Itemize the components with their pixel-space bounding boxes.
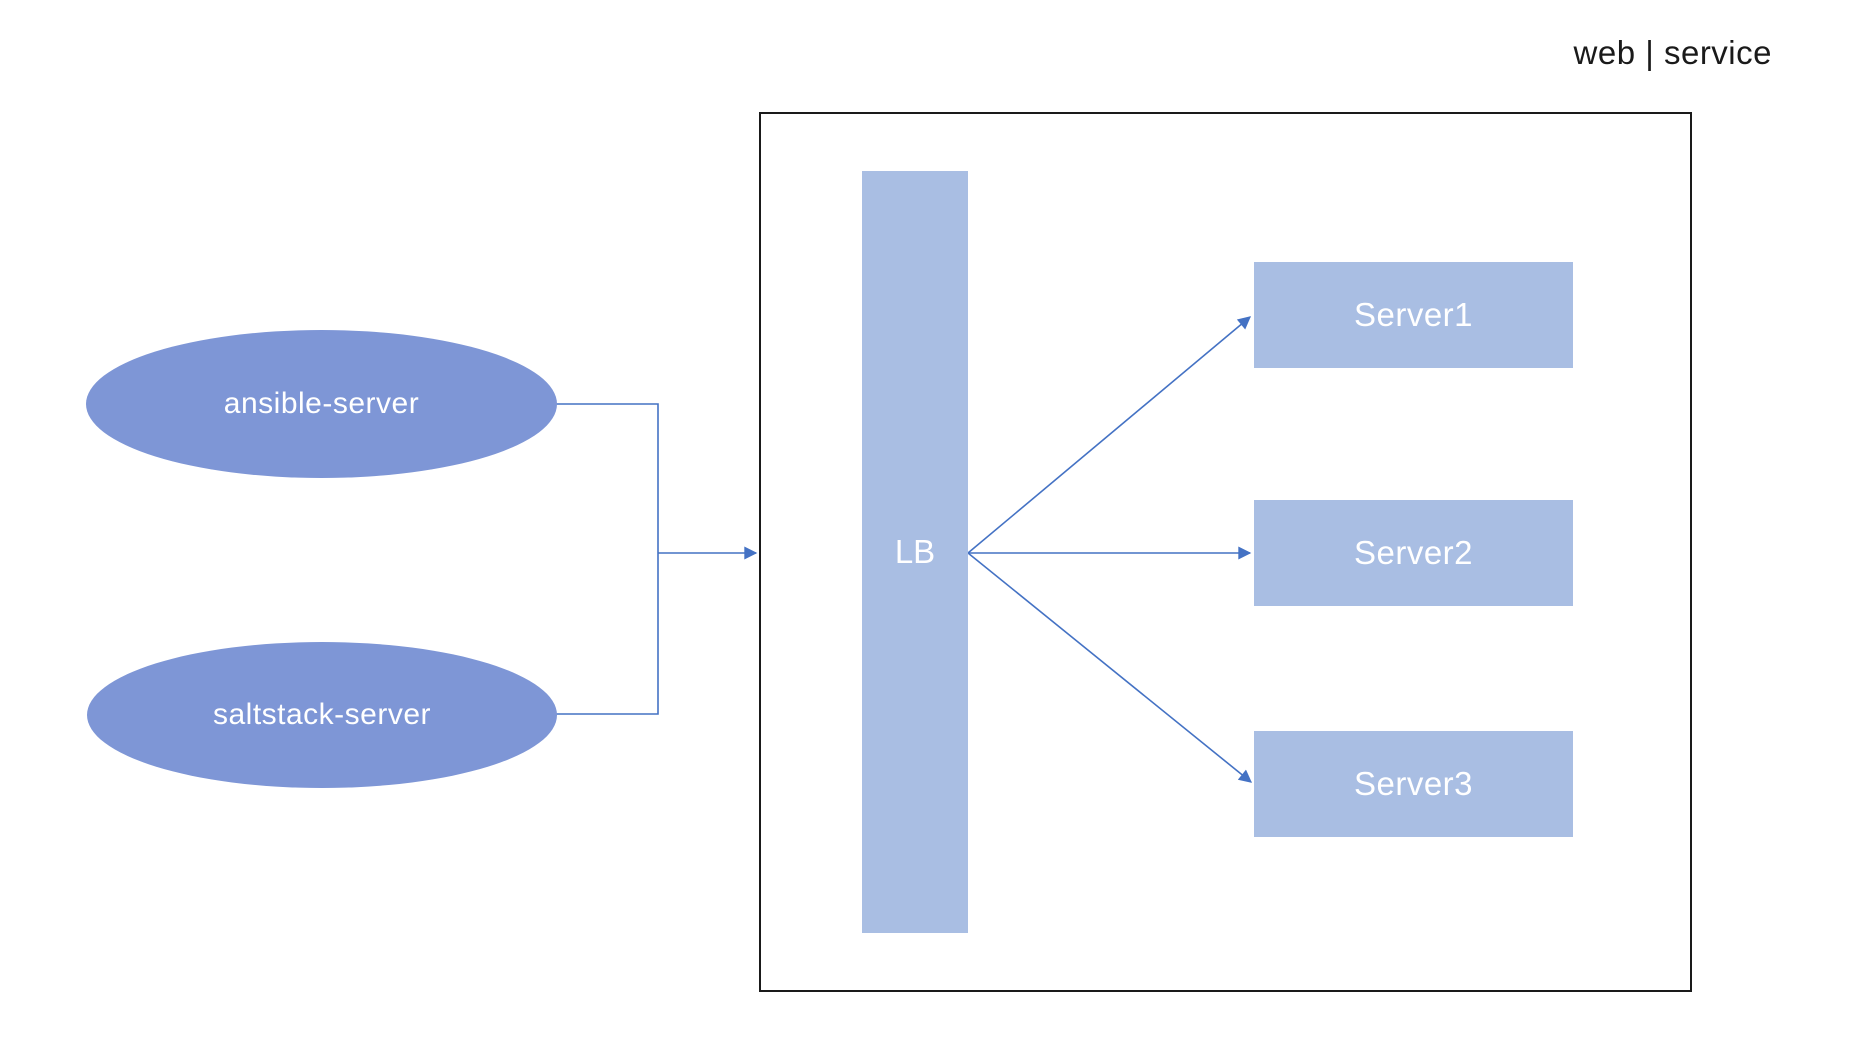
node-ansible-server-label: ansible-server <box>223 387 420 420</box>
node-ansible-server: ansible-server <box>86 330 557 478</box>
node-server1-label: Server1 <box>1353 296 1474 333</box>
node-load-balancer-label: LB <box>894 533 936 570</box>
node-server2-label: Server2 <box>1353 534 1474 571</box>
node-saltstack-server: saltstack-server <box>87 642 557 788</box>
node-load-balancer: LB <box>862 171 968 933</box>
node-server2: Server2 <box>1254 500 1573 606</box>
node-saltstack-server-label: saltstack-server <box>212 698 432 731</box>
node-server3-label: Server3 <box>1353 765 1474 802</box>
web-service-group-box <box>759 112 1692 992</box>
diagram-title: web | service <box>1573 34 1772 71</box>
node-server1: Server1 <box>1254 262 1573 368</box>
merge-bracket-line <box>556 403 659 715</box>
node-server3: Server3 <box>1254 731 1573 837</box>
